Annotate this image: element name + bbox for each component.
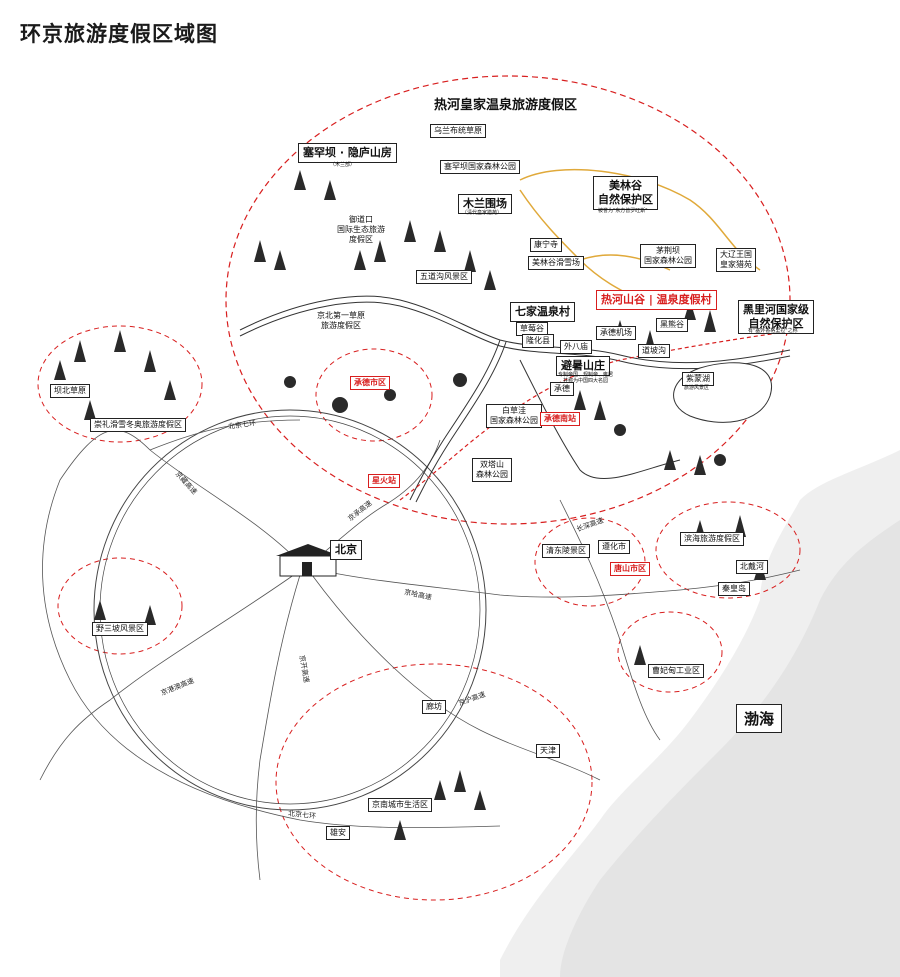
chengde-city-boundary (315, 348, 433, 442)
label-rehe[interactable]: 热河山谷 | 温泉度假村 (596, 290, 717, 310)
railway (399, 329, 801, 501)
label-chengde[interactable]: 承德 (550, 382, 574, 396)
label-xiongan[interactable]: 雄安 (326, 826, 350, 840)
note-meilingu: 被誉为"东方普罗旺斯" (598, 208, 648, 214)
label-heiyegu[interactable]: 黑熊谷 (656, 318, 688, 332)
label-binhai[interactable]: 滨海旅游度假区 (680, 532, 744, 546)
tiananmen-icon (276, 544, 340, 577)
note-mulan: （清代皇家猎苑） (462, 210, 503, 216)
bashang-boundary (37, 325, 203, 443)
label-beidaihe[interactable]: 北戴河 (736, 560, 768, 574)
note-zimeng: 旅游风景区 (684, 385, 710, 391)
label-daopaogou[interactable]: 道坡沟 (638, 344, 670, 358)
label-maojingba[interactable]: 茅荆坝 国家森林公园 (640, 244, 696, 268)
label-yudaokou[interactable]: 御道口 国际生态旅游 度假区 (337, 215, 385, 244)
label-chengde-south[interactable]: 承德南站 (540, 412, 580, 426)
note-heilihe: 有"塞外香格里拉"之称 (748, 328, 798, 334)
label-saihanba-forest[interactable]: 塞罕坝国家森林公园 (440, 160, 520, 174)
label-chongli[interactable]: 崇礼滑雪冬奥旅游度假区 (90, 418, 186, 432)
label-mulan[interactable]: 木兰围场 (458, 194, 512, 214)
label-dazhao[interactable]: 大辽王国 皇家猎苑 (716, 248, 756, 272)
label-zunhua[interactable]: 遵化市 (598, 540, 630, 554)
bohai-sea-shade (560, 520, 900, 977)
label-beijing[interactable]: 北京 (330, 540, 362, 560)
binhai-boundary (655, 501, 801, 599)
label-heilihe[interactable]: 黑里河国家级 自然保护区 (738, 300, 814, 334)
rivers (239, 295, 791, 503)
map-title: 环京旅游度假区域图 (20, 22, 218, 46)
jingnan-boundary (275, 663, 593, 901)
caofeidian-boundary (617, 611, 723, 693)
label-baicaowa[interactable]: 白草洼 国家森林公园 (486, 404, 542, 428)
label-zimeng[interactable]: 紫蒙湖 (682, 372, 714, 386)
label-jingnan[interactable]: 京南城市生活区 (368, 798, 432, 812)
label-shuangta[interactable]: 双塔山 森林公园 (472, 458, 512, 482)
region-title: 热河皇家温泉旅游度假区 (430, 94, 582, 113)
label-meilingu[interactable]: 美林谷 自然保护区 (593, 176, 658, 210)
beijing-7th-ring (93, 409, 487, 811)
label-kangning[interactable]: 康宁寺 (530, 238, 562, 252)
label-chengde-city[interactable]: 承德市区 (350, 376, 390, 390)
label-qijia[interactable]: 七家温泉村 (510, 302, 575, 322)
label-tianjin[interactable]: 天津 (536, 744, 560, 758)
label-waibamiao[interactable]: 外八庙 (560, 340, 592, 354)
label-chengde-airport[interactable]: 承德机场 (596, 326, 636, 340)
label-bishu[interactable]: 避暑山庄 (556, 356, 610, 376)
note-saihanba-mountain: （木兰部） (330, 162, 356, 168)
label-longhua[interactable]: 隆化县 (522, 334, 554, 348)
yesanpo-boundary (57, 557, 183, 655)
label-tangshan[interactable]: 唐山市区 (610, 562, 650, 576)
label-wutonggou[interactable]: 五道沟风景区 (416, 270, 472, 284)
label-jingbei[interactable]: 京北第一草原 旅游度假区 (317, 311, 365, 330)
label-langfang[interactable]: 廊坊 (422, 700, 446, 714)
label-wulanbutong[interactable]: 乌兰布统草原 (430, 124, 486, 138)
label-qingdong[interactable]: 清东陵景区 (542, 544, 590, 558)
label-caofeidian[interactable]: 曹妃甸工业区 (648, 664, 704, 678)
label-yesanpo[interactable]: 野三坡风景区 (92, 622, 148, 636)
note-bishu: 专制帝国、规制帝、雍居 并称为中国四大名园 (558, 372, 614, 385)
label-meilin-ski[interactable]: 美林谷滑雪场 (528, 256, 584, 270)
label-bashang[interactable]: 坝北草原 (50, 384, 90, 398)
label-xinghuo[interactable]: 星火站 (368, 474, 400, 488)
label-bohai[interactable]: 渤海 (736, 704, 783, 733)
label-saihanba-mountain[interactable]: 塞罕坝 · 隐庐山房 (298, 143, 397, 163)
label-qinhuangdao[interactable]: 秦皇岛 (718, 582, 750, 596)
